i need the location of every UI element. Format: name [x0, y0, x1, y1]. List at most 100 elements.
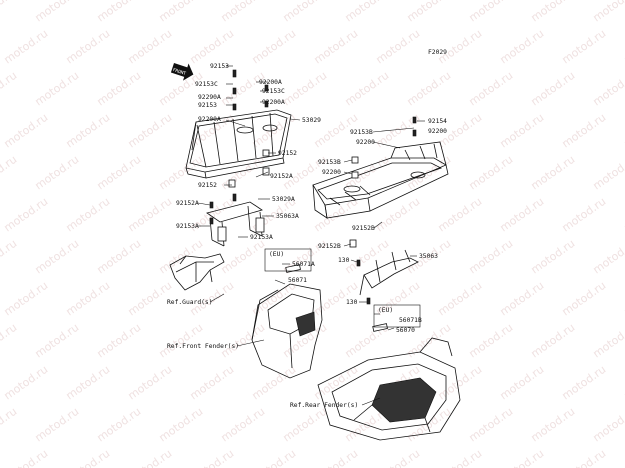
watermark-text: motod.ru [622, 111, 625, 151]
callout-56071a: 56071A [292, 261, 315, 268]
watermark-text: motod.ru [64, 195, 113, 235]
callout-92200: 92200 [356, 139, 375, 146]
watermark-text: motod.ru [591, 405, 625, 445]
watermark-text: motod.ru [343, 0, 392, 24]
watermark-text: motod.ru [2, 363, 51, 403]
watermark-text: motod.ru [312, 363, 361, 403]
watermark-text: motod.ru [33, 153, 82, 193]
watermark-text: motod.ru [126, 195, 175, 235]
watermark-text: motod.ru [188, 27, 237, 67]
callout-92153c: 92153C [195, 81, 218, 88]
watermark-text: motod.ru [343, 69, 392, 109]
callout-35063: 35063 [419, 253, 438, 260]
watermark-text: motod.ru [622, 363, 625, 403]
watermark-text: motod.ru [219, 153, 268, 193]
watermark-text: motod.ru [0, 237, 19, 277]
watermark-text: motod.ru [591, 0, 625, 24]
callout-53029a: 53029A [272, 196, 295, 203]
watermark-text: motod.ru [436, 195, 485, 235]
watermark-text: motod.ru [157, 0, 206, 24]
callout-92152: 92152 [278, 150, 297, 157]
watermark-text: motod.ru [2, 279, 51, 319]
watermark-text: motod.ru [95, 153, 144, 193]
callout-130: 130 [346, 299, 358, 306]
callout-35063a: 35063A [276, 213, 299, 220]
watermark-text: motod.ru [64, 27, 113, 67]
watermark-text: motod.ru [560, 195, 609, 235]
watermark-text: motod.ru [374, 195, 423, 235]
region-note-eu: (EU) [269, 251, 284, 258]
watermark-text: motod.ru [219, 237, 268, 277]
watermark-text: motod.ru [498, 363, 547, 403]
watermark-text: motod.ru [467, 405, 516, 445]
watermark-text: motod.ru [33, 69, 82, 109]
callout-92153a: 92153A [176, 223, 199, 230]
watermark-text: motod.ru [467, 0, 516, 24]
callout-92153b: 92153B [350, 129, 373, 136]
rear-carrier [312, 116, 449, 305]
callout-92200a: 92200A [259, 79, 282, 86]
callout-56071b: 56071B [399, 317, 422, 324]
watermark-text: motod.ru [529, 237, 578, 277]
watermark-text: motod.ru [64, 279, 113, 319]
callout-labels: 92153 92153C 92200A 92290A 92153C 92153 … [167, 63, 447, 409]
watermark-text: motod.ru [126, 363, 175, 403]
callout-92200: 92200 [428, 128, 447, 135]
watermark-text: motod.ru [0, 0, 19, 24]
callout-92152a: 92152A [176, 200, 199, 207]
watermark-text: motod.ru [126, 111, 175, 151]
watermark-text: motod.ru [219, 405, 268, 445]
watermark-text: motod.ru [219, 0, 268, 24]
callout-92200: 92200 [322, 169, 341, 176]
watermark-text: motod.ru [405, 0, 454, 24]
watermark-text: motod.ru [250, 27, 299, 67]
figure-code: F2029 [428, 49, 447, 56]
bolt-icon [209, 69, 270, 225]
watermark-text: motod.ru [33, 0, 82, 24]
watermark-text: motod.ru [529, 0, 578, 24]
watermark-text: motod.ru [498, 27, 547, 67]
watermark-text: motod.ru [498, 111, 547, 151]
watermark-text: motod.ru [219, 69, 268, 109]
watermark-text: motod.ru [64, 111, 113, 151]
watermark-text: motod.ru [33, 237, 82, 277]
reference-front-fender: Ref.Front Fender(s) [167, 343, 239, 350]
watermark-text: motod.ru [95, 69, 144, 109]
callout-92290a: 92290A [198, 94, 221, 101]
watermark-text: motod.ru [33, 321, 82, 361]
watermark-text: motod.ru [591, 321, 625, 361]
watermark-text: motod.ru [622, 27, 625, 67]
watermark-text: motod.ru [591, 69, 625, 109]
watermark-text: motod.ru [95, 321, 144, 361]
svg-text:FRONT: FRONT [172, 67, 187, 77]
watermark-text: motod.ru [126, 27, 175, 67]
watermark-text: motod.ru [591, 153, 625, 193]
callout-92152: 92152 [198, 182, 217, 189]
watermark-text: motod.ru [95, 0, 144, 24]
watermark-text: motod.ru [498, 447, 547, 468]
callout-92153b: 92153B [318, 159, 341, 166]
watermark-text: motod.ru [560, 279, 609, 319]
watermark-text: motod.ru [560, 363, 609, 403]
watermark-text: motod.ru [0, 405, 19, 445]
watermark-text: motod.ru [157, 405, 206, 445]
watermark-text: motod.ru [33, 405, 82, 445]
watermark-text: motod.ru [436, 279, 485, 319]
callout-92153: 92153 [210, 63, 229, 70]
front-arrow-icon: FRONT [170, 63, 194, 81]
watermark-text: motod.ru [436, 363, 485, 403]
leader-lines [197, 65, 425, 406]
watermark-text: motod.ru [281, 69, 330, 109]
watermark-text: motod.ru [467, 153, 516, 193]
watermark-text: motod.ru [560, 27, 609, 67]
watermark-text: motod.ru [529, 405, 578, 445]
watermark-text: motod.ru [529, 153, 578, 193]
watermark-text: motod.ru [622, 447, 625, 468]
watermark-text: motod.ru [591, 237, 625, 277]
reference-rear-fender: Ref.Rear Fender(s) [290, 402, 358, 409]
watermark-text: motod.ru [2, 447, 51, 468]
watermark-text: motod.ru [467, 321, 516, 361]
watermark-text: motod.ru [374, 447, 423, 468]
callout-56070: 56070 [396, 327, 415, 334]
